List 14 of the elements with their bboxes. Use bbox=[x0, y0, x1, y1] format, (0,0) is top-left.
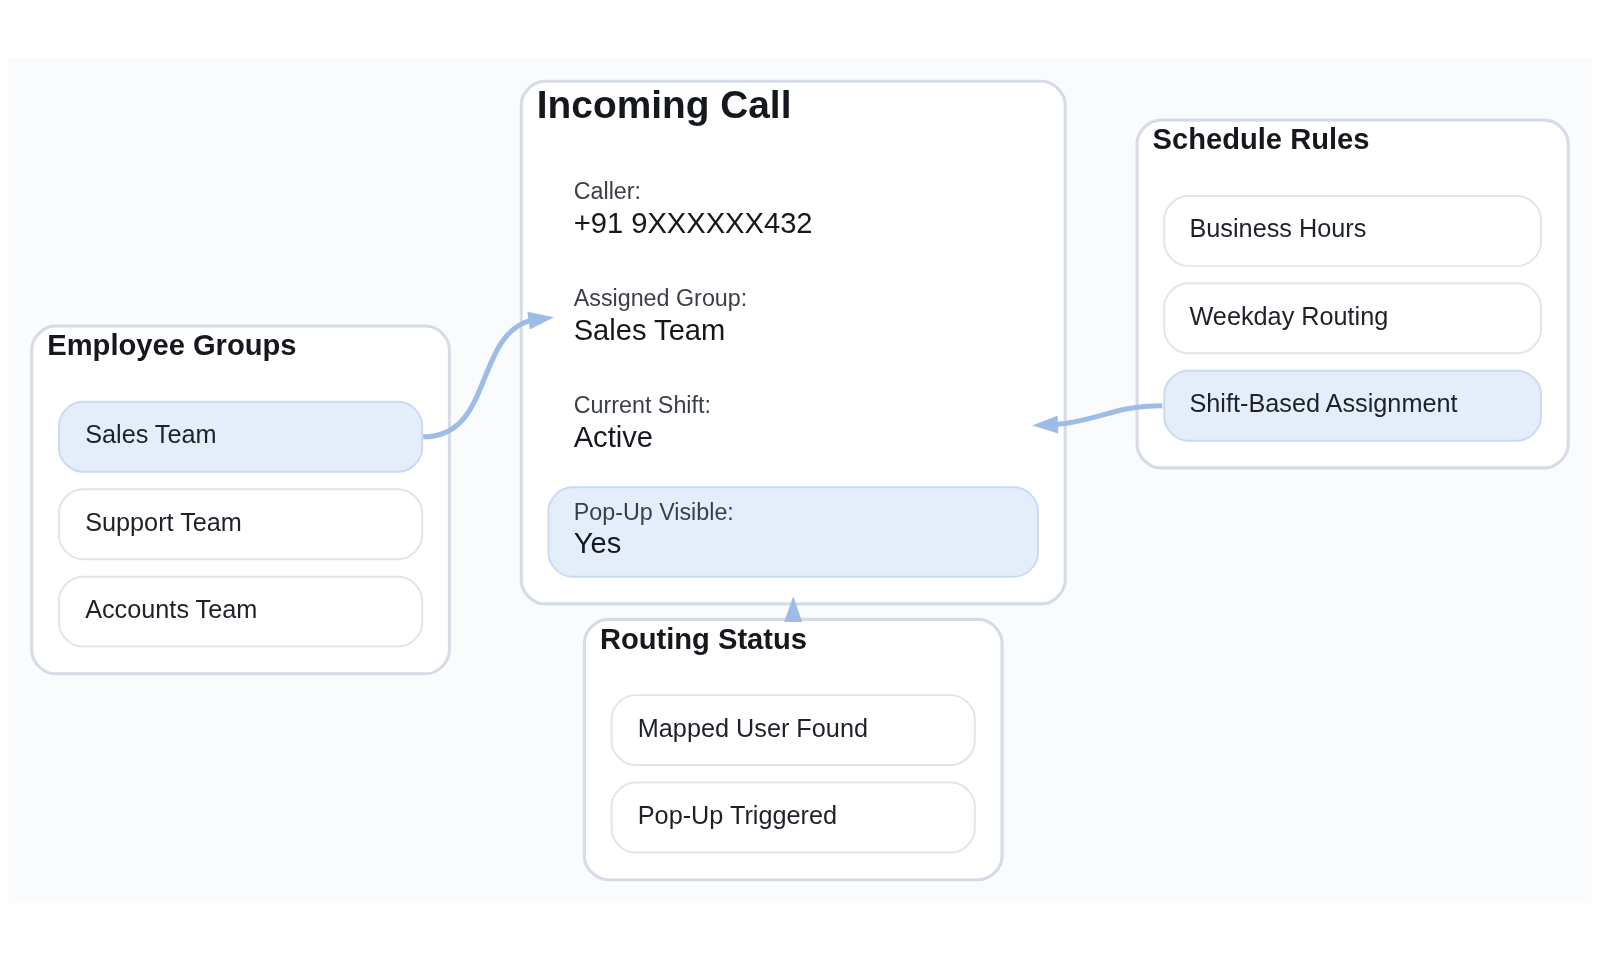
node-box: Shift-Based Assignment bbox=[1163, 369, 1543, 442]
node-box: Sales Team bbox=[57, 400, 424, 473]
arrow bbox=[1032, 402, 1163, 433]
node-box: Support Team bbox=[57, 487, 424, 560]
node-box: Business Hours bbox=[1163, 194, 1543, 267]
node-box: Pop-Up Visible: Yes bbox=[547, 485, 1039, 578]
node-text: Assigned Group: Sales Team bbox=[573, 284, 748, 346]
node-text: Caller: +91 9XXXXXX432 bbox=[573, 177, 813, 239]
node-box: Weekday Routing bbox=[1163, 281, 1543, 354]
node-box: Accounts Team bbox=[57, 575, 424, 648]
arrow bbox=[422, 311, 555, 439]
node-text: Current Shift: Active bbox=[573, 391, 711, 453]
node-box: Mapped User Found bbox=[610, 693, 976, 766]
node-box: Pop-Up Triggered bbox=[610, 781, 976, 853]
